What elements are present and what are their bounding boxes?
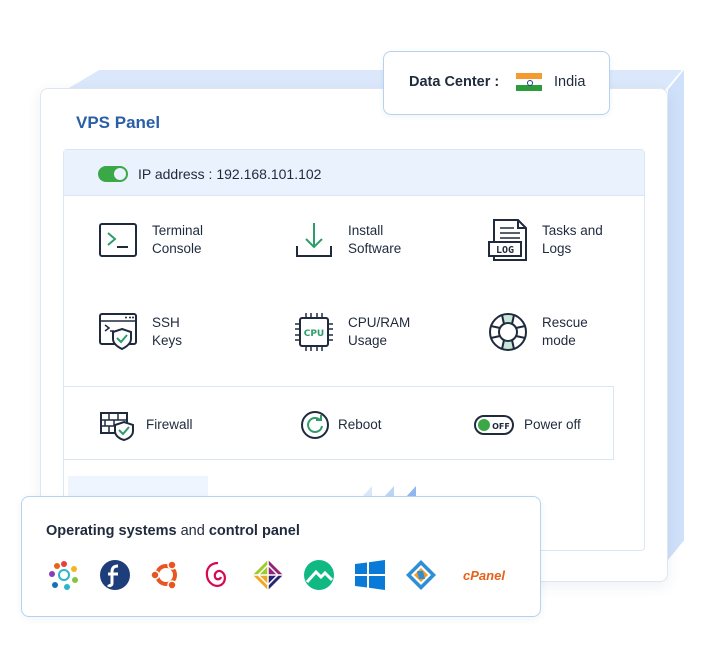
power-toggle-icon: OFF [474,405,514,445]
ubuntu-icon[interactable] [148,559,184,591]
windows-icon[interactable] [352,559,388,591]
log-text: LOG [496,245,514,256]
log-file-icon: LOG [488,219,528,261]
fedora-icon[interactable] [97,559,133,591]
tool-install-software[interactable]: Install Software [294,220,401,260]
tool-cpu-ram-usage[interactable]: CPU CPU/RAM Usage [294,312,410,352]
download-icon [294,220,334,260]
tool-label: CPU/RAM Usage [348,315,411,348]
ssh-key-icon [98,312,138,352]
tool-firewall[interactable]: Firewall [100,405,193,445]
tool-tasks-logs[interactable]: LOG Tasks and Logs [488,219,603,261]
tool-label: Rescue mode [542,315,588,348]
ip-address-label: IP address : 192.168.101.102 [138,166,322,182]
reboot-icon [300,405,330,445]
debian-icon[interactable] [199,559,235,591]
tool-label: SSH Keys [152,315,183,348]
os-icon-list: cPanel [46,559,529,591]
vps-panel: VPS Panel IP address : 192.168.101.102 T… [40,88,668,582]
cpanel-logo[interactable]: cPanel [463,567,505,583]
tool-label: Install Software [348,223,402,256]
cpu-icon: CPU [294,312,334,352]
data-center-label: Data Center : [409,74,500,90]
tool-rescue-mode[interactable]: Rescue mode [488,312,588,352]
india-flag-icon [516,73,542,91]
ip-toggle[interactable] [98,166,128,182]
data-center-box[interactable]: Data Center : India [383,51,610,115]
firewall-icon [100,405,134,445]
data-center-value: India [554,74,586,90]
almalinux-icon[interactable] [46,559,82,591]
tool-label: Power off [524,417,581,432]
bottom-tools-row: Firewall Reboot OFF Power off [64,386,614,460]
panel-3d-side [668,70,684,560]
tool-label: Tasks and Logs [542,223,603,256]
centos-icon[interactable] [250,559,286,591]
os-title: Operating systems and control panel [46,523,300,539]
panel-title: VPS Panel [76,113,161,132]
tool-label: Reboot [338,417,382,432]
cpu-text: CPU [304,329,325,339]
rocky-linux-icon[interactable] [301,559,337,591]
os-control-panel-box: Operating systems and control panel cPan… [21,496,541,617]
tool-terminal-console[interactable]: Terminal Console [98,220,203,260]
tool-label: Firewall [146,417,193,432]
panel-inner: IP address : 192.168.101.102 Terminal Co… [63,149,645,551]
tool-power-off[interactable]: OFF Power off [474,405,581,445]
lifebuoy-icon [488,312,528,352]
off-text: OFF [492,422,510,431]
ip-address-bar: IP address : 192.168.101.102 [64,150,644,196]
terminal-icon [98,220,138,260]
tool-reboot[interactable]: Reboot [300,405,382,445]
tool-ssh-keys[interactable]: SSH Keys [98,312,182,352]
tool-label: Terminal Console [152,223,204,256]
virtualizor-icon[interactable] [403,559,439,591]
